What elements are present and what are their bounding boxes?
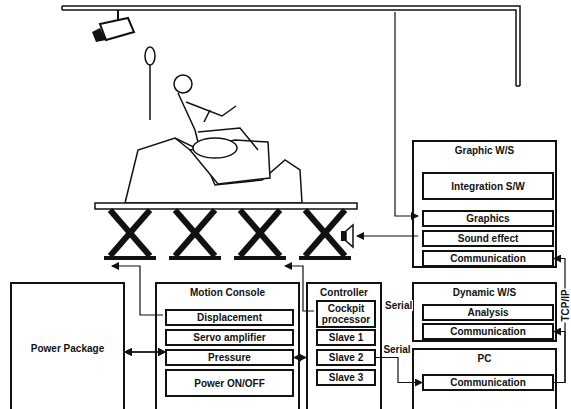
connector — [376, 358, 422, 383]
box-label: Integration S/W — [451, 181, 524, 192]
function-box: Graphics — [422, 210, 554, 227]
function-box: Power ON/OFF — [165, 369, 294, 397]
box-label: Servo amplifier — [193, 332, 265, 343]
box-label: Graphics — [466, 213, 509, 224]
speaker — [341, 225, 353, 247]
box-title: Dynamic W/S — [414, 287, 555, 298]
box-title: Graphic W/S — [414, 145, 555, 156]
controller-box: ControllerCockpit processorSlave 1 Slave … — [306, 282, 382, 409]
sound-line — [357, 235, 418, 236]
hexapod-legs — [110, 210, 345, 256]
box-label: Power ON/OFF — [194, 378, 265, 389]
software-box: Integration S/W — [422, 172, 554, 200]
function-box: Analysis — [422, 304, 554, 321]
signal-label: TCP/IP — [559, 288, 570, 322]
box-title: Controller — [308, 287, 380, 298]
slave-box: Slave 3 — [316, 369, 376, 386]
power-package-box: Power Package — [10, 282, 125, 409]
function-box: Servo amplifier — [165, 329, 294, 346]
box-label: Communication — [450, 253, 526, 264]
box-label: Slave 1 — [329, 332, 363, 343]
connector — [125, 351, 165, 352]
workstation-box: Dynamic W/S AnalysisCommunication — [412, 282, 557, 342]
box-label: Communication — [450, 377, 526, 388]
function-box: Communication — [422, 374, 554, 391]
function-box: Pressure — [165, 349, 294, 366]
box-label: Displacement — [197, 312, 262, 323]
console-box: Motion ConsoleDisplacementServo amplifie… — [155, 282, 300, 409]
workstation-box: Graphic W/S Integration S/W GraphicsSound … — [412, 140, 557, 268]
box-label: Analysis — [467, 307, 508, 318]
function-box: Displacement — [165, 309, 294, 326]
function-box: Communication — [422, 323, 554, 340]
box-label: Pressure — [208, 352, 251, 363]
box-label: Sound effect — [458, 233, 519, 244]
box-label: Cockpit processor — [320, 303, 372, 325]
signal-label: Serial — [384, 300, 413, 311]
connector — [294, 357, 306, 358]
function-box: Sound effect — [422, 230, 554, 247]
box-label: Slave 3 — [329, 372, 363, 383]
connector — [125, 351, 165, 352]
box-title: PC — [414, 353, 555, 364]
signal-label: Serial — [382, 344, 411, 355]
slave-box: Slave 2 — [316, 349, 376, 366]
box-label: Communication — [450, 326, 526, 337]
function-box: Communication — [422, 250, 554, 267]
pc-box: PC Communication — [412, 348, 557, 409]
camera — [92, 10, 134, 42]
connector — [125, 351, 165, 352]
cockpit — [125, 47, 302, 203]
hexapod-feet — [104, 256, 351, 260]
box-title: Motion Console — [157, 287, 298, 298]
motion-platform — [95, 203, 357, 209]
overhead-frame — [62, 6, 520, 86]
box-title: Power Package — [12, 343, 123, 354]
video-line — [395, 12, 418, 216]
processor-box: Cockpit processor — [316, 300, 376, 328]
box-label: Slave 2 — [329, 352, 363, 363]
slave-box: Slave 1 — [316, 329, 376, 346]
